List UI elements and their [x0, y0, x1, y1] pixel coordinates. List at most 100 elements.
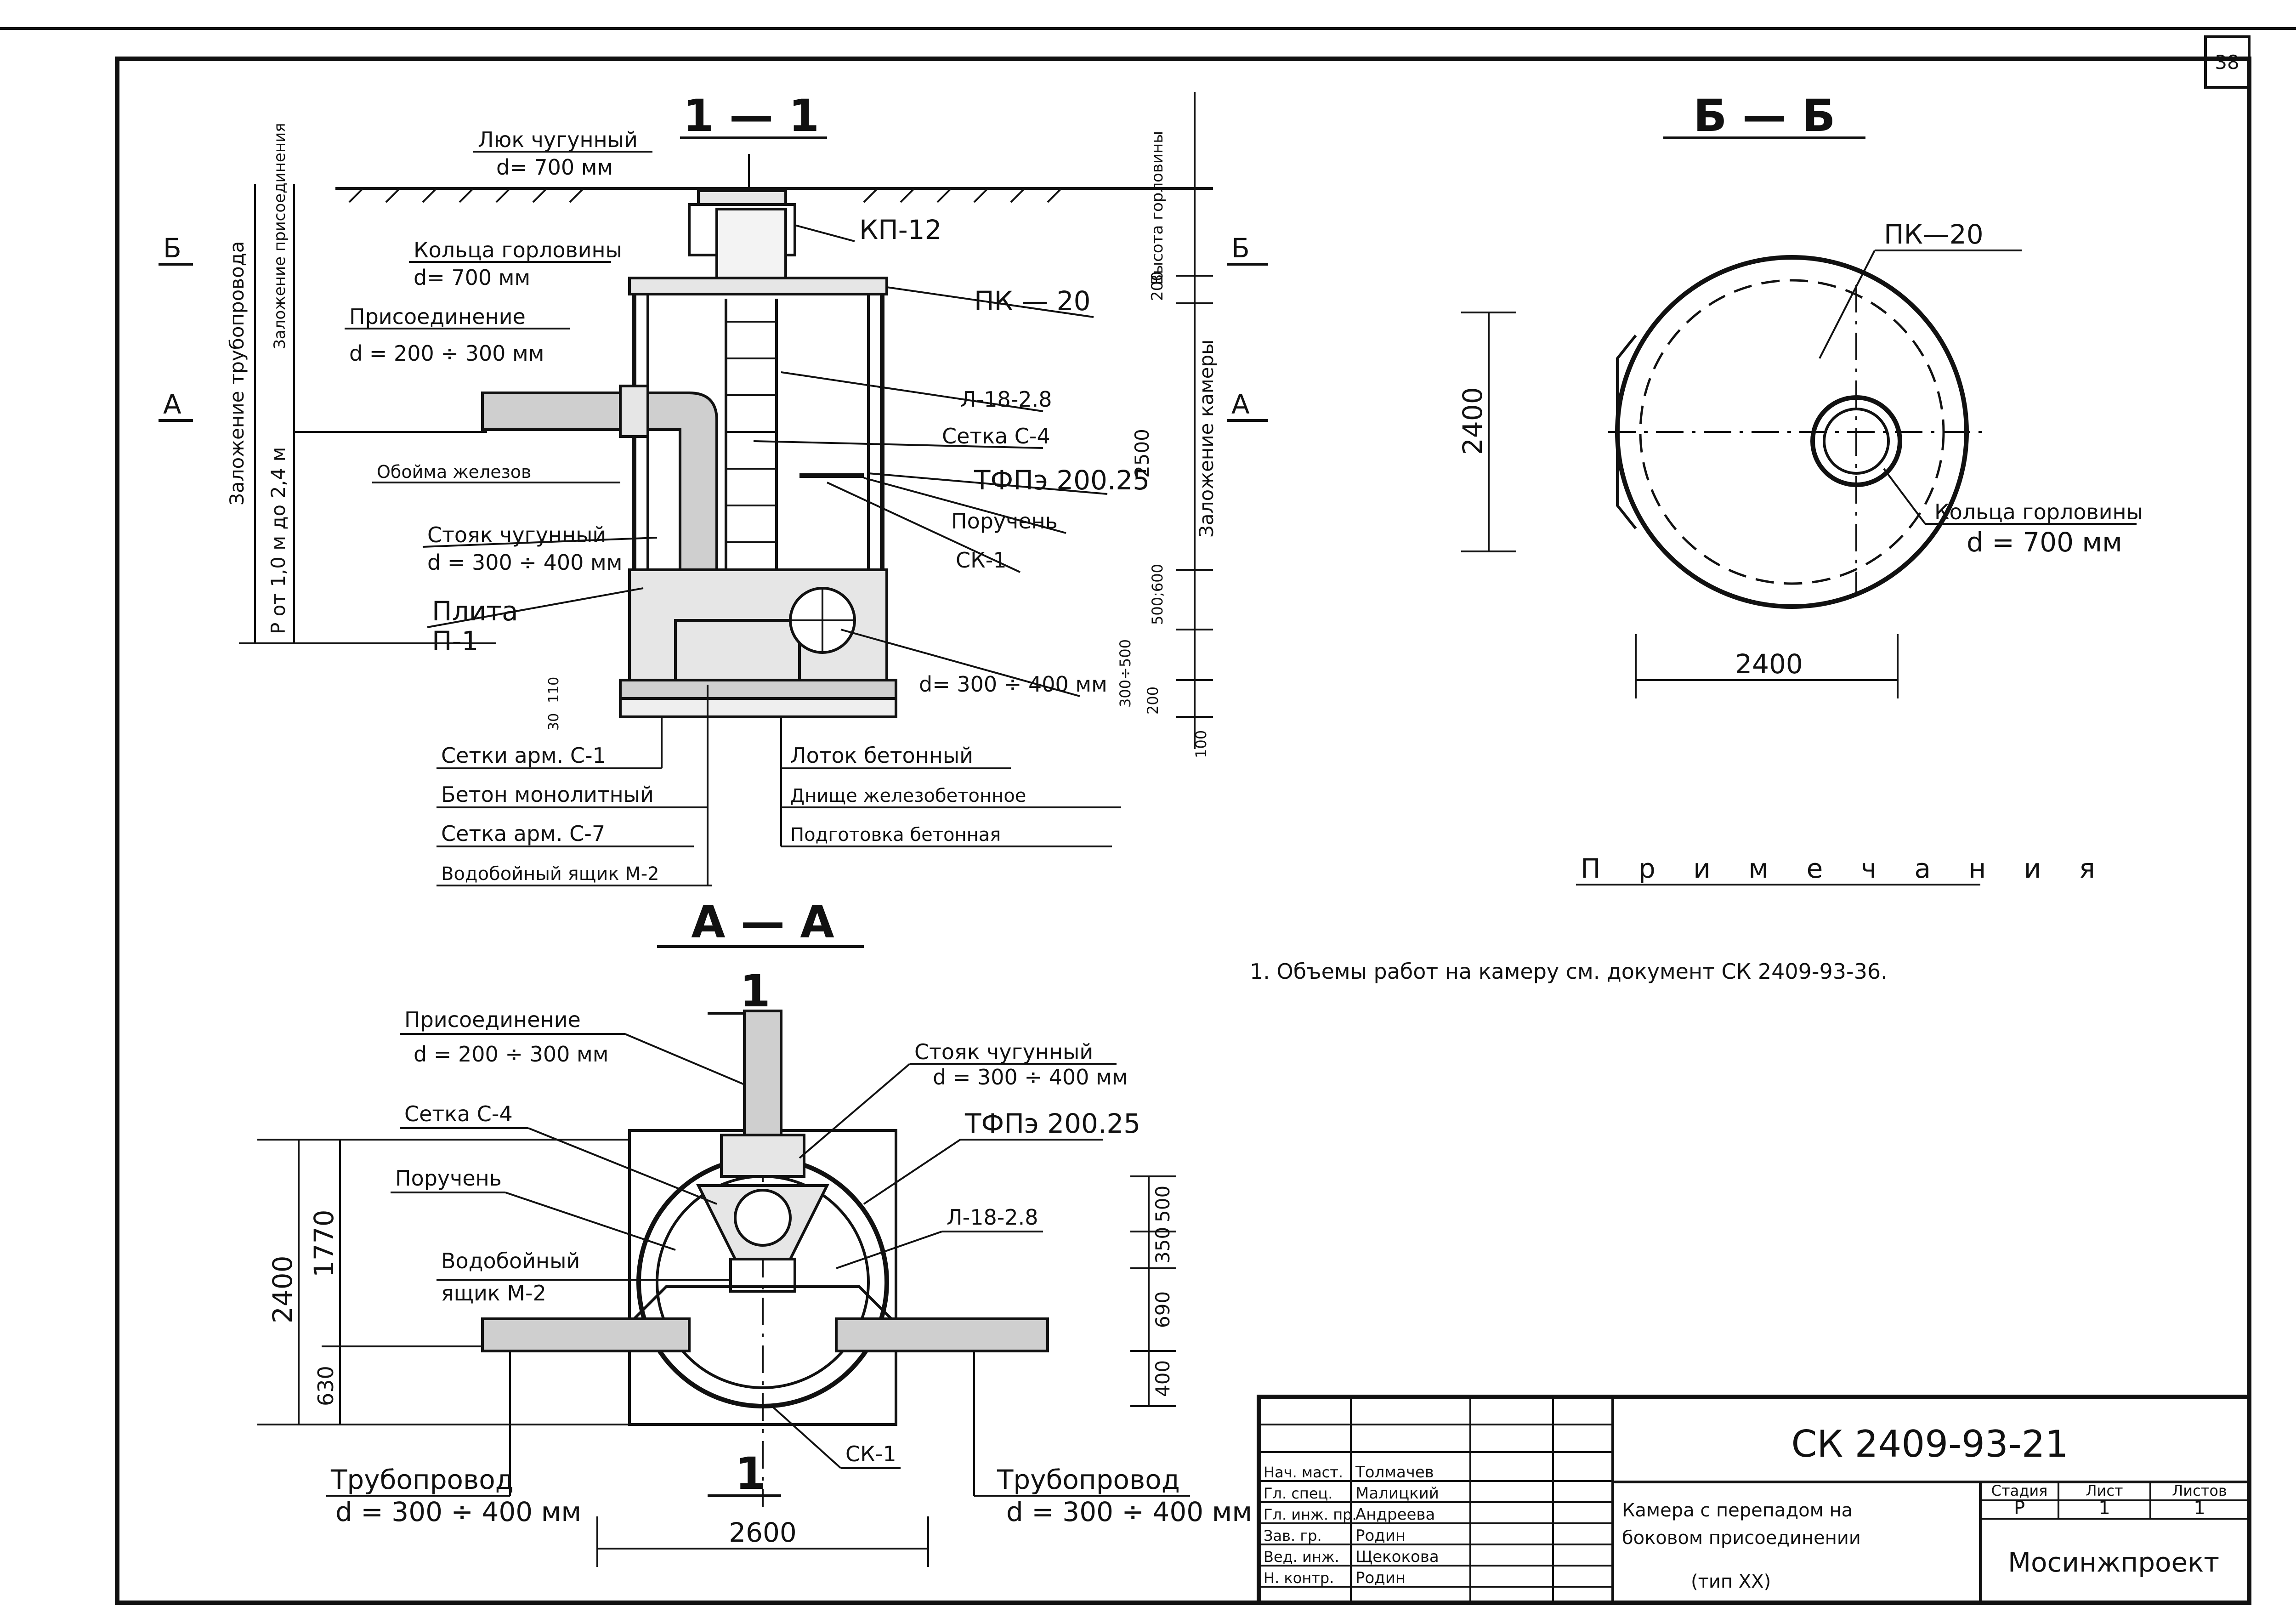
- right-dimensions: Высота горловины Заложение камеры 200 25…: [546, 92, 1268, 758]
- aa-label-pipe-left: Трубопровод: [330, 1464, 514, 1495]
- notes-block: П р и м е ч а н и я 1. Объемы работ на к…: [1250, 853, 2110, 984]
- section-b-b-title: Б — Б: [1693, 90, 1835, 142]
- stamp-title-2: боковом присоединении: [1622, 1527, 1861, 1549]
- aa-cut-mark-bottom: 1: [735, 1448, 766, 1499]
- notes-item-1: 1. Объемы работ на камеру см. документ С…: [1250, 959, 1888, 984]
- drawing-frame: [115, 57, 2251, 1605]
- aa-dim-500: 500: [1151, 1186, 1174, 1222]
- aa-label-pipe-right-d: d = 300 ÷ 400 мм: [1006, 1496, 1252, 1527]
- riser-elbow: [637, 392, 718, 594]
- stamp-person-name: Андреева: [1355, 1505, 1435, 1524]
- stamp-sheets-head: Листов: [2172, 1482, 2227, 1499]
- stamp-sheet: 1: [2098, 1498, 2110, 1519]
- label-sk: СК-1: [956, 548, 1007, 573]
- label-r2: Днище железобетонное: [790, 785, 1026, 806]
- dim-pipe-depth: Заложение трубопровода: [226, 241, 248, 505]
- label-riser-d: d = 300 ÷ 400 мм: [427, 550, 622, 575]
- label-b2: Бетон монолитный: [441, 782, 654, 807]
- label-b3: Сетка арм. С-7: [441, 821, 605, 846]
- aa-label-pipe-left-d: d = 300 ÷ 400 мм: [335, 1496, 581, 1527]
- stamp-sheet-head: Лист: [2086, 1482, 2123, 1499]
- label-d-pipe: d= 300 ÷ 400 мм: [919, 672, 1107, 697]
- stamp-org: Мосинжпроект: [2008, 1547, 2219, 1578]
- label-l18: Л-18-2.8: [960, 387, 1052, 412]
- label-hatch: Люк чугунный: [478, 127, 638, 152]
- neck-ring-2: [715, 208, 787, 279]
- aa-connection-pipe: [743, 1010, 782, 1146]
- label-rings: Кольца горловины: [414, 238, 622, 262]
- stamp-person-role: Гл. инж. пр.: [1264, 1506, 1357, 1523]
- concrete-preparation: [619, 697, 897, 718]
- stamp-person-name: Щекокова: [1355, 1548, 1439, 1566]
- stamp-person-name: Малицкий: [1355, 1484, 1439, 1503]
- left-dimensions: Заложение трубопровода Заложение присоед…: [159, 123, 496, 644]
- label-rail: Поручень: [951, 509, 1058, 534]
- aa-label-rail: Поручень: [395, 1166, 502, 1191]
- aa-dim-2400: 2400: [267, 1255, 298, 1323]
- aa-label-riser: Стояк чугунный: [914, 1039, 1093, 1064]
- section-b-b: Б — Б ПК—20 Кольца горловины d = 700 мм …: [1457, 90, 2143, 698]
- aa-riser-section: [734, 1189, 792, 1247]
- aa-riser-clamp: [720, 1134, 805, 1178]
- aa-label-pipe-right: Трубопровод: [997, 1464, 1180, 1495]
- stamp-person-role: Вед. инж.: [1264, 1548, 1339, 1566]
- stamp-stage-head: Стадия: [1991, 1482, 2048, 1499]
- dim-chamber-depth: Заложение камеры: [1195, 340, 1218, 538]
- aa-label-box2: ящик М-2: [441, 1281, 546, 1305]
- stamp-sheets: 1: [2194, 1498, 2205, 1519]
- cut-mark-b-right: Б: [1231, 233, 1250, 264]
- bottom-right-callouts: Лоток бетонный Днище железобетонное Подг…: [780, 717, 1121, 847]
- dim-depth-range: Р от 1,0 м до 2,4 м: [267, 447, 289, 634]
- label-pk20: ПК — 20: [974, 285, 1090, 317]
- bb-dim-h: 2400: [1735, 648, 1803, 680]
- cover-slab-pk20: [628, 277, 888, 295]
- aa-label-tfp: ТФПэ 200.25: [964, 1108, 1140, 1139]
- label-conn-d: d = 200 ÷ 300 мм: [349, 341, 544, 366]
- aa-pipe-left: [481, 1317, 691, 1352]
- hatch-cover: [697, 189, 787, 206]
- dim-2500: 2500: [1131, 429, 1153, 478]
- stamp-person-name: Родин: [1355, 1527, 1406, 1545]
- dim-100: 100: [1192, 730, 1210, 758]
- label-kp: КП-12: [859, 214, 942, 245]
- label-clamp: Обойма железов: [377, 462, 531, 482]
- aa-label-conn-d: d = 200 ÷ 300 мм: [414, 1042, 608, 1067]
- label-b4: Водобойный ящик М-2: [441, 863, 659, 885]
- aa-dim-350: 350: [1151, 1227, 1174, 1264]
- label-plate: Плита: [432, 596, 518, 627]
- aa-dim-1770: 1770: [308, 1209, 340, 1277]
- aa-dim-630: 630: [313, 1366, 338, 1406]
- stamp-person-role: Н. контр.: [1264, 1569, 1334, 1587]
- label-r3: Подготовка бетонная: [790, 824, 1001, 846]
- section-1-1-title: 1 — 1: [683, 90, 819, 142]
- label-hatch-d: d= 700 мм: [496, 155, 613, 180]
- bottom-left-callouts: Сетки арм. С-1 Бетон монолитный Сетка ар…: [437, 685, 712, 886]
- section-1-1: 1 — 1: [159, 90, 1268, 886]
- label-r1: Лоток бетонный: [790, 743, 973, 768]
- bb-label-rings: Кольца горловины: [1934, 499, 2143, 524]
- aa-pipe-right: [835, 1317, 1049, 1352]
- notes-heading: П р и м е ч а н и я: [1581, 853, 2110, 884]
- stamp-title-3: (тип XX): [1691, 1571, 1771, 1592]
- bb-dim-v: 2400: [1457, 387, 1488, 455]
- stamp-title-1: Камера с перепадом на: [1622, 1500, 1853, 1521]
- aa-drop-box: [729, 1258, 796, 1293]
- label-plate-p: П-1: [432, 625, 478, 657]
- aa-label-sk: СК-1: [845, 1442, 896, 1466]
- aa-dim-2600: 2600: [729, 1517, 797, 1548]
- section-a-a-title: А — А: [691, 897, 834, 948]
- dim-500-600: 500;600: [1149, 564, 1166, 625]
- bb-label-rings-d: d = 700 мм: [1967, 527, 2122, 558]
- stamp-person-name: Родин: [1355, 1569, 1406, 1587]
- label-grid-c4: Сетка С-4: [942, 424, 1050, 448]
- label-tfp: ТФПэ 200.25: [974, 465, 1150, 496]
- stamp-person-name: Толмачев: [1355, 1463, 1434, 1481]
- stamp-stage: Р: [2014, 1498, 2025, 1519]
- cut-mark-a-left: А: [163, 389, 181, 420]
- aa-dim-690: 690: [1151, 1291, 1174, 1328]
- aa-label-box: Водобойный: [441, 1249, 580, 1273]
- aa-label-l18: Л-18-2.8: [947, 1205, 1038, 1230]
